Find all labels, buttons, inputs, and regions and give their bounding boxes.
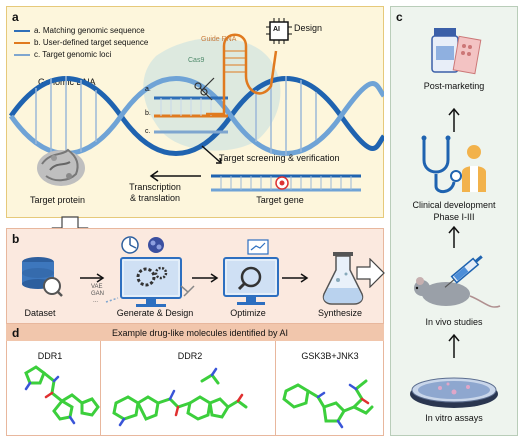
- strand-c-label: c.: [145, 128, 151, 135]
- ai-chip-icon: [266, 18, 292, 44]
- panel-d-title: Example drug-like molecules identified b…: [111, 328, 289, 338]
- vae-label: VAE: [91, 284, 103, 290]
- pipeline-illustration: [22, 236, 364, 307]
- design-label: Design: [294, 23, 323, 33]
- in-vitro-label: In vitro assays: [425, 413, 483, 423]
- scissors-icon: [194, 77, 215, 101]
- guide-rna-label: Guide RNA: [201, 36, 237, 43]
- transcription-label-2: & translation: [129, 193, 181, 203]
- panel-a-letter: a: [12, 10, 19, 24]
- target-ddr2: DDR2: [177, 351, 203, 361]
- dna-strand-2: [8, 76, 384, 156]
- arrow-b-to-c: [356, 258, 385, 288]
- optimize-label: Optimize: [230, 308, 266, 318]
- panel-d-title-bar: [6, 324, 384, 341]
- dna-helix-illustration: [8, 18, 384, 192]
- medicine-icon: [431, 28, 482, 75]
- strand-b-label: b.: [145, 110, 151, 117]
- target-protein-label: Target protein: [29, 195, 86, 205]
- syringe-icon: [444, 255, 483, 288]
- arrow-to-screening: [201, 145, 221, 163]
- synthesize-label: Synthesize: [317, 308, 363, 318]
- target-protein-icon: [37, 148, 85, 186]
- legend-label-b: b. User-defined target sequence: [34, 38, 149, 47]
- dna-rungs: [35, 76, 317, 156]
- optimize-monitor-icon: [223, 239, 279, 305]
- panel-d-divider-2: [275, 341, 276, 436]
- stethoscope-icon: [421, 135, 462, 193]
- generate-design-label: Generate & Design: [116, 308, 194, 318]
- generate-monitor-icon: [120, 236, 182, 307]
- target-gene-label: Target gene: [256, 195, 304, 205]
- molecule-ddr2: [112, 367, 248, 427]
- doctor-icon: [462, 145, 486, 192]
- clinical-development-label-1: Clinical development: [412, 200, 496, 210]
- cas9-label: Cas9: [188, 57, 205, 64]
- panel-d-letter: d: [12, 326, 20, 340]
- panel-c-letter: c: [396, 10, 403, 24]
- guide-rna: [206, 33, 278, 116]
- panel-d-divider-1: [100, 341, 101, 436]
- panel-b-letter: b: [12, 232, 20, 246]
- legend-swatches: [14, 30, 30, 56]
- molecule-gsk3b-jnk3: [282, 379, 374, 429]
- mouse-icon: [414, 277, 501, 308]
- panel-b: [6, 228, 384, 324]
- legend-label-a: a. Matching genomic sequence: [34, 26, 145, 35]
- flask-icon: [322, 252, 364, 305]
- target-gene-dna: [211, 174, 361, 192]
- dataset-label: Dataset: [24, 308, 56, 318]
- handshake-icon: [180, 285, 195, 297]
- legend-label-c: c. Target genomic loci: [34, 50, 112, 59]
- panel-c: [390, 6, 518, 436]
- target-ddr1: DDR1: [37, 351, 63, 361]
- target-screening-label: Target screening & verification: [219, 153, 340, 163]
- in-vivo-label: In vivo studies: [425, 317, 483, 327]
- transcription-label-1: Transcription: [129, 182, 181, 192]
- ai-chip-label: AI: [273, 26, 280, 33]
- dots-label: ...: [93, 298, 99, 304]
- post-marketing-label: Post-marketing: [423, 81, 485, 91]
- vae-dashed-arrow: [105, 297, 119, 303]
- genomic-dna-label: Genomic DNA: [38, 77, 96, 87]
- strand-a-label: a.: [145, 86, 151, 93]
- database-icon: [22, 257, 63, 297]
- molecule-structures: [24, 365, 374, 429]
- molecule-ddr1: [24, 365, 100, 425]
- gan-label: GAN: [91, 291, 105, 297]
- target-gsk3b-jnk3: GSK3B+JNK3: [301, 351, 359, 361]
- clinical-development-label-2: Phase I-III: [433, 212, 475, 222]
- petri-dish-icon: [410, 377, 498, 408]
- dna-strand-1: [8, 76, 384, 156]
- clinical-pipeline-illustration: [410, 28, 501, 408]
